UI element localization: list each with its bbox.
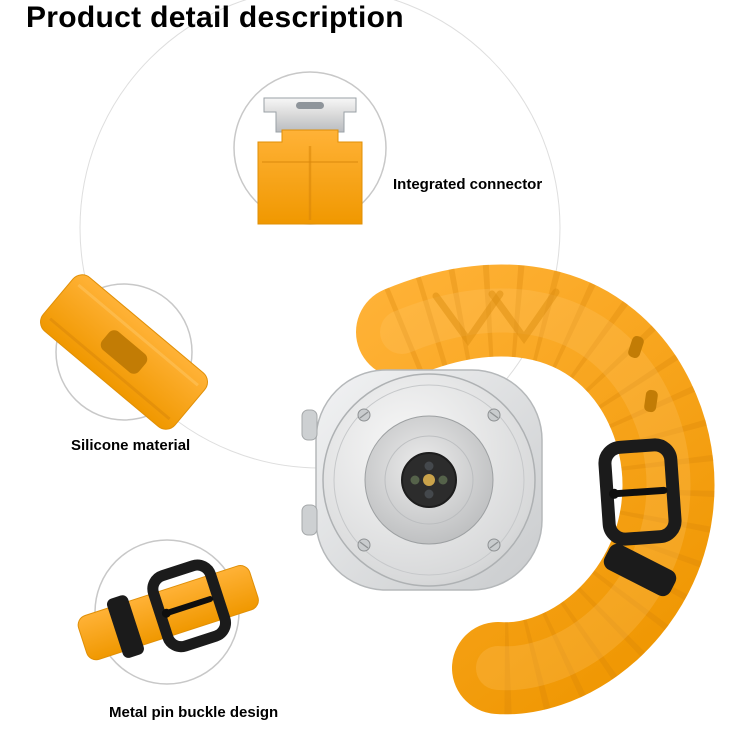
integrated-connector-photo bbox=[257, 97, 363, 225]
strap-chevron-groove bbox=[488, 288, 560, 345]
buckle-photo bbox=[77, 559, 259, 661]
connector-callout bbox=[233, 71, 387, 225]
watch-body bbox=[301, 369, 543, 591]
screw-slot bbox=[489, 411, 499, 419]
silicone-strap-photo bbox=[40, 274, 208, 430]
sensor-dot bbox=[424, 489, 434, 499]
strap-slot bbox=[100, 330, 148, 374]
buckle-pin bbox=[163, 596, 214, 617]
main-product-photo bbox=[301, 264, 715, 715]
strap-keeper bbox=[106, 595, 144, 658]
callout-label-integrated-connector: Integrated connector bbox=[393, 176, 543, 193]
buckle-frame bbox=[147, 559, 232, 653]
strap-groove bbox=[77, 283, 199, 387]
buckle-pin-head bbox=[161, 608, 171, 618]
buckle-pin-head bbox=[609, 488, 620, 499]
silicone-callout bbox=[40, 274, 208, 430]
back-plate-screws bbox=[357, 408, 501, 552]
sensor-dot bbox=[424, 461, 434, 471]
buckle-callout bbox=[77, 539, 259, 685]
strap-keeper bbox=[603, 543, 677, 597]
strap-groove bbox=[49, 317, 171, 421]
strap-chevron-groove bbox=[432, 290, 504, 347]
callout-label-metal-pin-buckle: Metal pin buckle design bbox=[109, 704, 279, 721]
watch-side-button bbox=[301, 504, 318, 536]
watch-strap-texture bbox=[384, 264, 715, 715]
watch-side-button bbox=[301, 409, 318, 441]
page-title: Product detail description bbox=[26, 1, 404, 34]
buckle-frame bbox=[598, 438, 682, 546]
sensor-dot bbox=[438, 475, 448, 485]
watch-inner-ring bbox=[384, 435, 474, 525]
screw-slot bbox=[489, 541, 499, 549]
callout-label-silicone-material: Silicone material bbox=[71, 437, 191, 454]
screw-slot bbox=[359, 411, 369, 419]
strap-buckle bbox=[598, 438, 682, 546]
strap-slot bbox=[628, 335, 644, 359]
watch-back-ring bbox=[333, 384, 525, 576]
heart-rate-sensor bbox=[401, 452, 457, 508]
connector-slot bbox=[296, 102, 324, 109]
screw-slot bbox=[359, 541, 369, 549]
sensor-dot bbox=[410, 475, 420, 485]
metal-connector-clip bbox=[263, 97, 357, 133]
strap-slot bbox=[644, 389, 658, 413]
buckle-pin bbox=[610, 486, 668, 498]
sensor-center-dot bbox=[423, 474, 435, 486]
